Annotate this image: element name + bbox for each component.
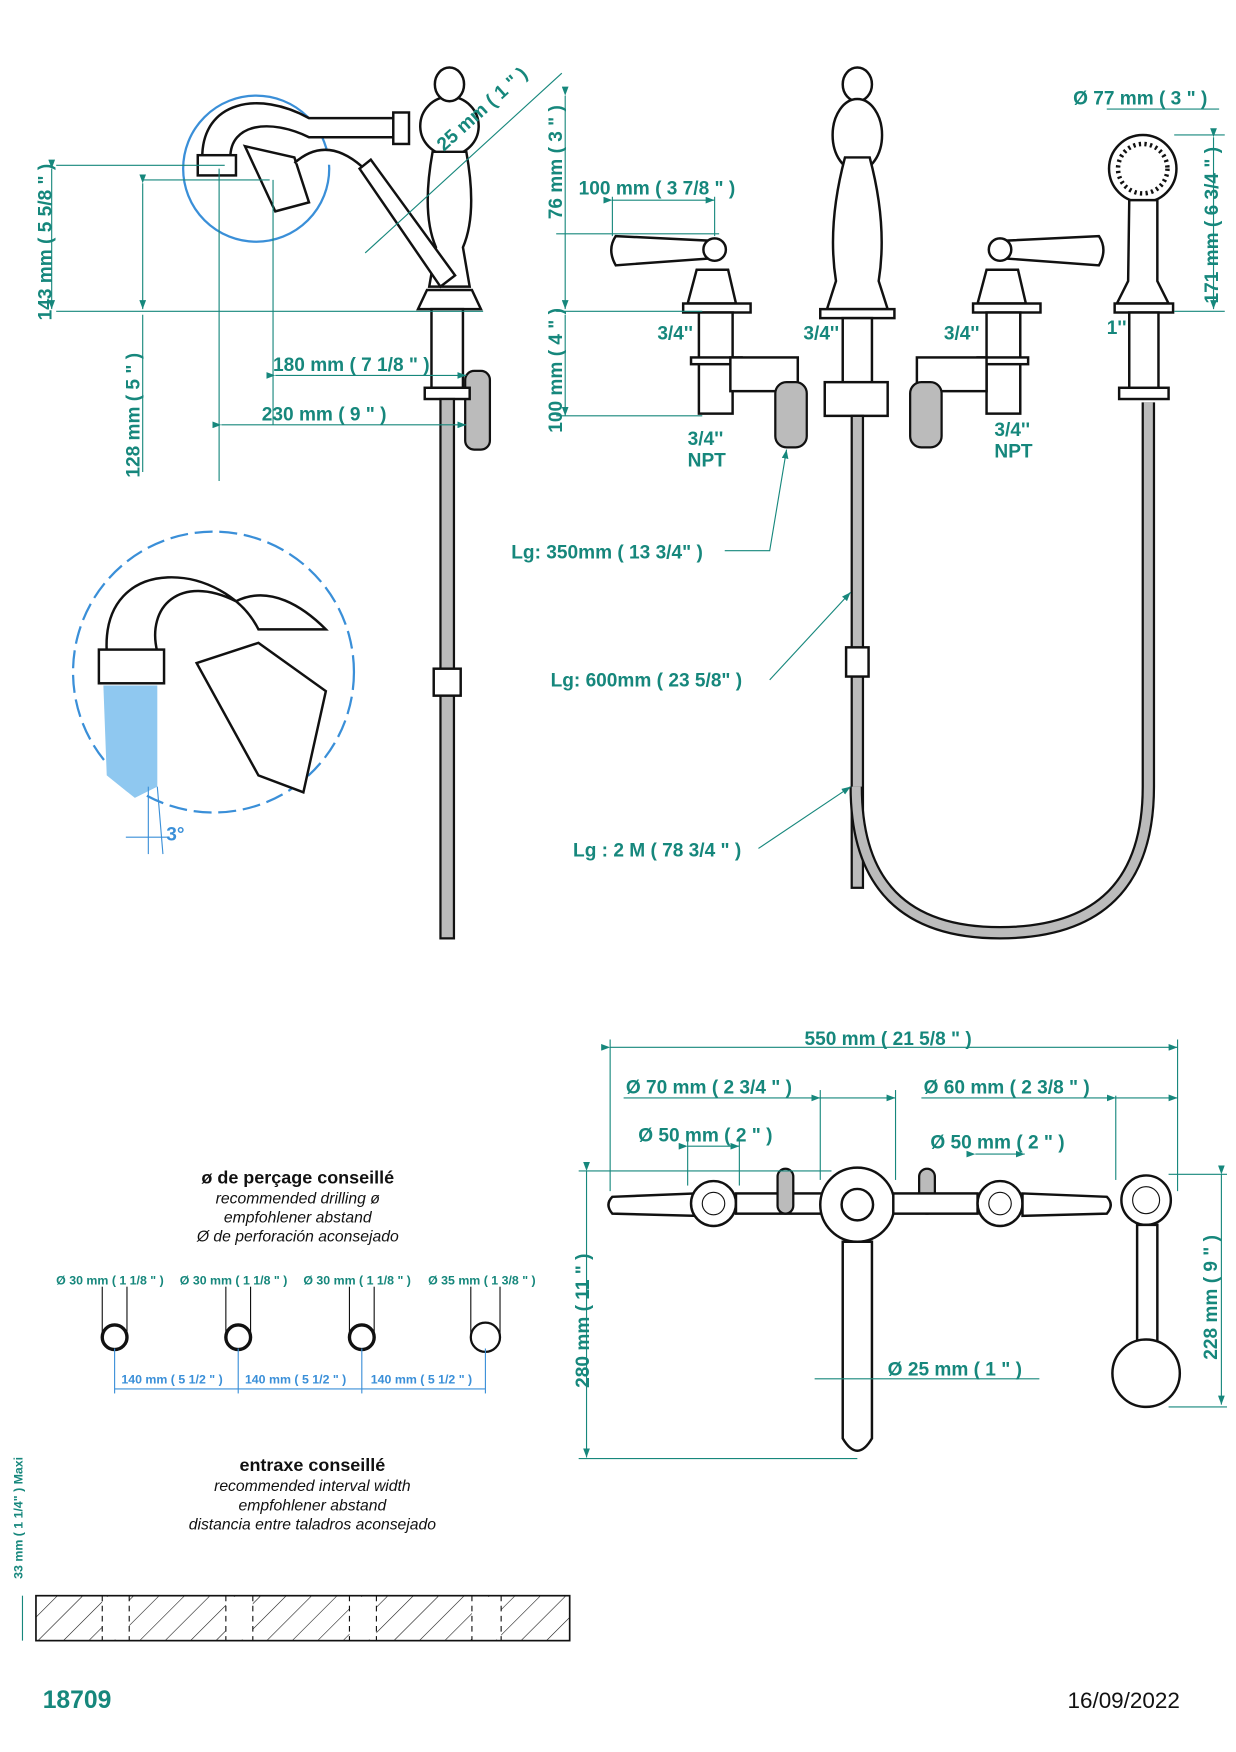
dim-reach-180: 180 mm ( 7 1/8 " ): [273, 355, 430, 376]
npt-right-label: NPT: [994, 441, 1033, 462]
dim-dia-25-top: Ø 25 mm ( 1 " ): [888, 1359, 1022, 1380]
npt-left-label: NPT: [688, 450, 727, 471]
dim-depth-228: 228 mm ( 9 " ): [1201, 1235, 1222, 1360]
npt-right-size: 3/4'': [994, 420, 1030, 441]
max-thickness: 33 mm ( 1 1/4" ) Maxi: [11, 1457, 25, 1579]
side-view: 143 mm ( 5 5/8 " ) 128 mm ( 5 " ) 25 mm …: [36, 64, 563, 940]
hole-2: [224, 1286, 253, 1352]
hose-2m: [851, 402, 1153, 938]
hole-4: [469, 1286, 502, 1353]
spout-body: [825, 156, 890, 311]
spout-arm: [201, 102, 406, 159]
left-lever: [610, 234, 710, 267]
handshower: [357, 157, 457, 289]
drawing-date: 16/09/2022: [1067, 1688, 1179, 1713]
dim-dia-50-right: Ø 50 mm ( 2 " ): [930, 1132, 1064, 1153]
dim-depth-280: 280 mm ( 11 " ): [573, 1254, 594, 1388]
angle-label: 3°: [166, 825, 184, 846]
left-valve-top: [689, 1179, 738, 1228]
spout-projection: [841, 1240, 874, 1452]
diverter-body: [823, 380, 889, 418]
interval-title: entraxe conseillé: [239, 1455, 385, 1475]
interval-subtitle-es: distancia entre taladros aconsejado: [189, 1516, 437, 1533]
dim-shower-height: 171 mm ( 6 3/4 " ): [1202, 147, 1223, 304]
left-connector: [729, 356, 800, 393]
water-stream: [103, 685, 158, 798]
hole-2-size: Ø 30 mm ( 1 1/8 " ): [180, 1273, 288, 1287]
hole-1: [100, 1286, 129, 1352]
hole-3-size: Ø 30 mm ( 1 1/8 " ): [303, 1273, 411, 1287]
dim-shower-dia: Ø 77 mm ( 3 " ): [1073, 89, 1207, 110]
spacing-2: 140 mm ( 5 1/2 " ): [245, 1372, 346, 1386]
drilling-subtitle-de: empfohlener abstand: [224, 1210, 373, 1227]
handle-knob: [433, 66, 466, 103]
dim-height-76: 76 mm ( 3 " ): [546, 105, 567, 219]
drilling-subtitle-es: Ø de perforación aconsejado: [196, 1229, 399, 1246]
dim-height-100: 100 mm ( 4 " ): [546, 308, 567, 433]
right-valve-top: [976, 1179, 1024, 1228]
dim-height-128: 128 mm ( 5 " ): [123, 353, 144, 478]
right-lever: [1005, 234, 1105, 267]
npt-left-size: 3/4'': [688, 429, 724, 450]
front-view: 76 mm ( 3 " ) 100 mm ( 4 " ) 100 mm ( 3 …: [511, 66, 1225, 940]
dim-reach-230: 230 mm ( 9 " ): [262, 404, 387, 425]
detail-circle: [182, 94, 331, 243]
hole-4-size: Ø 35 mm ( 1 3/8 " ): [428, 1273, 536, 1287]
thread-center: 3/4'': [803, 323, 839, 344]
dim-dia-70: Ø 70 mm ( 2 3/4 " ): [626, 1077, 792, 1098]
interval-subtitle-de: empfohlener abstand: [239, 1497, 388, 1514]
shower-holder-top: [1120, 1174, 1173, 1227]
dim-height-143: 143 mm ( 5 5/8 " ): [36, 164, 57, 321]
thread-right: 3/4'': [944, 323, 980, 344]
interval-subtitle-en: recommended interval width: [214, 1478, 411, 1495]
thread-shower: 1'': [1107, 318, 1127, 339]
dim-handle-100: 100 mm ( 3 7/8 " ): [579, 179, 736, 200]
interval-section: entraxe conseillé recommended interval w…: [11, 1455, 571, 1642]
shower-head: [242, 144, 311, 213]
top-view: 550 mm ( 21 5/8 " ) Ø 70 mm ( 2 3/4 " ) …: [573, 1029, 1228, 1460]
reference-number: 18709: [43, 1687, 112, 1714]
hose-length-2m: Lg : 2 M ( 78 3/4 " ): [573, 840, 741, 861]
hose-length-350: Lg: 350mm ( 13 3/4" ): [511, 543, 703, 564]
handshower-top: [1111, 1338, 1182, 1409]
shower-head-detail: [194, 641, 328, 794]
hose-elbow: [464, 369, 492, 451]
spacing-1: 140 mm ( 5 1/2 " ): [121, 1372, 222, 1386]
dim-dia-60: Ø 60 mm ( 2 3/8 " ): [924, 1077, 1090, 1098]
thread-left: 3/4'': [657, 323, 693, 344]
dim-total-width: 550 mm ( 21 5/8 " ): [805, 1029, 972, 1050]
drilling-title: ø de perçage conseillé: [201, 1167, 394, 1187]
drilling-section: ø de perçage conseillé recommended drill…: [56, 1167, 536, 1394]
drilling-subtitle-en: recommended drilling ø: [216, 1191, 381, 1208]
spacing-3: 140 mm ( 5 1/2 " ): [371, 1372, 472, 1386]
detail-view: 3°: [71, 530, 356, 855]
dim-dia-50-left: Ø 50 mm ( 2 " ): [638, 1126, 772, 1147]
hose-length-600: Lg: 600mm ( 23 5/8" ): [551, 671, 743, 692]
hole-1-size: Ø 30 mm ( 1 1/8 " ): [56, 1273, 164, 1287]
hole-3: [347, 1286, 376, 1352]
